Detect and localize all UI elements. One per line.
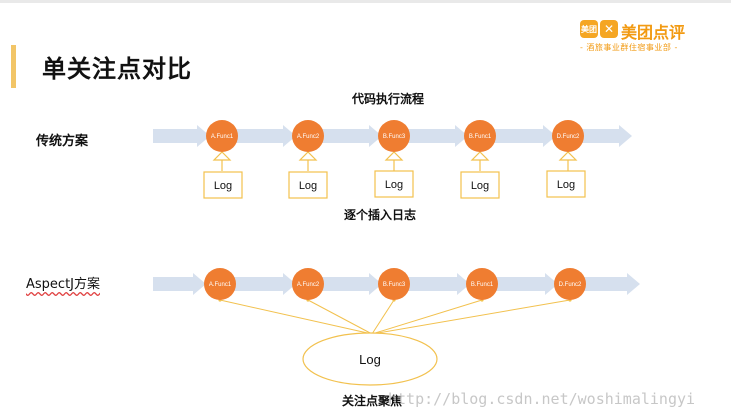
bottom-func-node-5 [554,268,586,300]
top-log-box-3 [374,170,414,198]
top-func-node-5 [552,120,584,152]
bottom-flow-arrow-2 [234,273,296,295]
top-log-box-1 [203,171,243,199]
bottom-func-node-2-label: A.Func2 [297,282,320,288]
dianping-logo-icon: ✕ [600,20,618,38]
top-func-node-3-label: B.Func3 [383,134,406,140]
watermark: http://blog.csdn.net/woshimalingyi [388,390,696,408]
flow-caption: 代码执行流程 [352,92,425,106]
top-func-node-1 [206,120,238,152]
insert-log-caption: 逐个插入日志 [344,208,417,222]
brand-subtitle: - 酒旅事业群住宿事业部 - [580,43,678,52]
top-func-node-4 [464,120,496,152]
bottom-func-node-1-label: A.Func1 [209,282,232,288]
top-flow-arrow-1 [153,125,210,147]
bottom-func-node-2 [292,268,324,300]
top-flow-arrow-3 [322,125,382,147]
top-log-connector-head-4 [470,151,490,161]
top-func-node-2-label: A.Func2 [297,134,320,140]
aspect-line-3 [371,299,395,335]
top-log-box-label-5: Log [557,179,575,191]
top-log-connector-head-5 [558,151,578,161]
top-log-box-5 [546,170,586,198]
top-func-node-3 [378,120,410,152]
top-border [0,0,731,3]
top-flow-arrow-5 [494,125,556,147]
bottom-func-node-3 [378,268,410,300]
top-log-connector-head-1 [212,151,232,161]
top-func-node-2 [292,120,324,152]
aspect-log-label: Log [359,352,381,367]
top-func-node-1-label: A.Func1 [211,134,234,140]
top-log-connector-head-3 [384,151,404,161]
aspect-line-5 [371,299,571,335]
bottom-flow-arrow-4 [408,273,470,295]
aspect-line-4 [371,299,483,335]
title-accent-bar [11,45,16,88]
top-func-node-5-label: D.Func2 [557,134,580,140]
top-flow-arrow-2 [236,125,296,147]
bottom-flow-arrow-1 [153,273,206,295]
meituan-logo-icon: 美团 [580,20,598,38]
bottom-func-node-1 [204,268,236,300]
top-log-connector-head-2 [298,151,318,161]
focus-caption: 关注点聚焦 [342,394,403,408]
traditional-row-label: 传统方案 [36,134,89,149]
top-log-box-label-1: Log [214,180,232,192]
aspectj-row-label: AspectJ方案 [26,277,100,292]
bottom-flow-arrow-5 [496,273,558,295]
top-flow-arrow-6 [582,125,632,147]
bottom-func-node-4-label: B.Func1 [471,282,494,288]
bottom-flow-arrow-3 [322,273,382,295]
aspect-line-1 [219,299,373,335]
aspect-line-2 [307,299,373,335]
top-func-node-4-label: B.Func1 [469,134,492,140]
bottom-func-node-4 [466,268,498,300]
bottom-flow-arrow-6 [584,273,640,295]
bottom-func-node-5-label: D.Func2 [559,282,582,288]
aspect-log-ellipse [302,332,438,386]
top-log-box-label-2: Log [299,180,317,192]
slide-title: 单关注点对比 [42,55,192,83]
top-log-box-label-3: Log [385,179,403,191]
top-log-box-4 [460,171,500,199]
brand-name: 美团点评 [621,23,686,42]
top-flow-arrow-4 [408,125,468,147]
top-log-box-2 [288,171,328,199]
bottom-func-node-3-label: B.Func3 [383,282,406,288]
top-log-box-label-4: Log [471,180,489,192]
